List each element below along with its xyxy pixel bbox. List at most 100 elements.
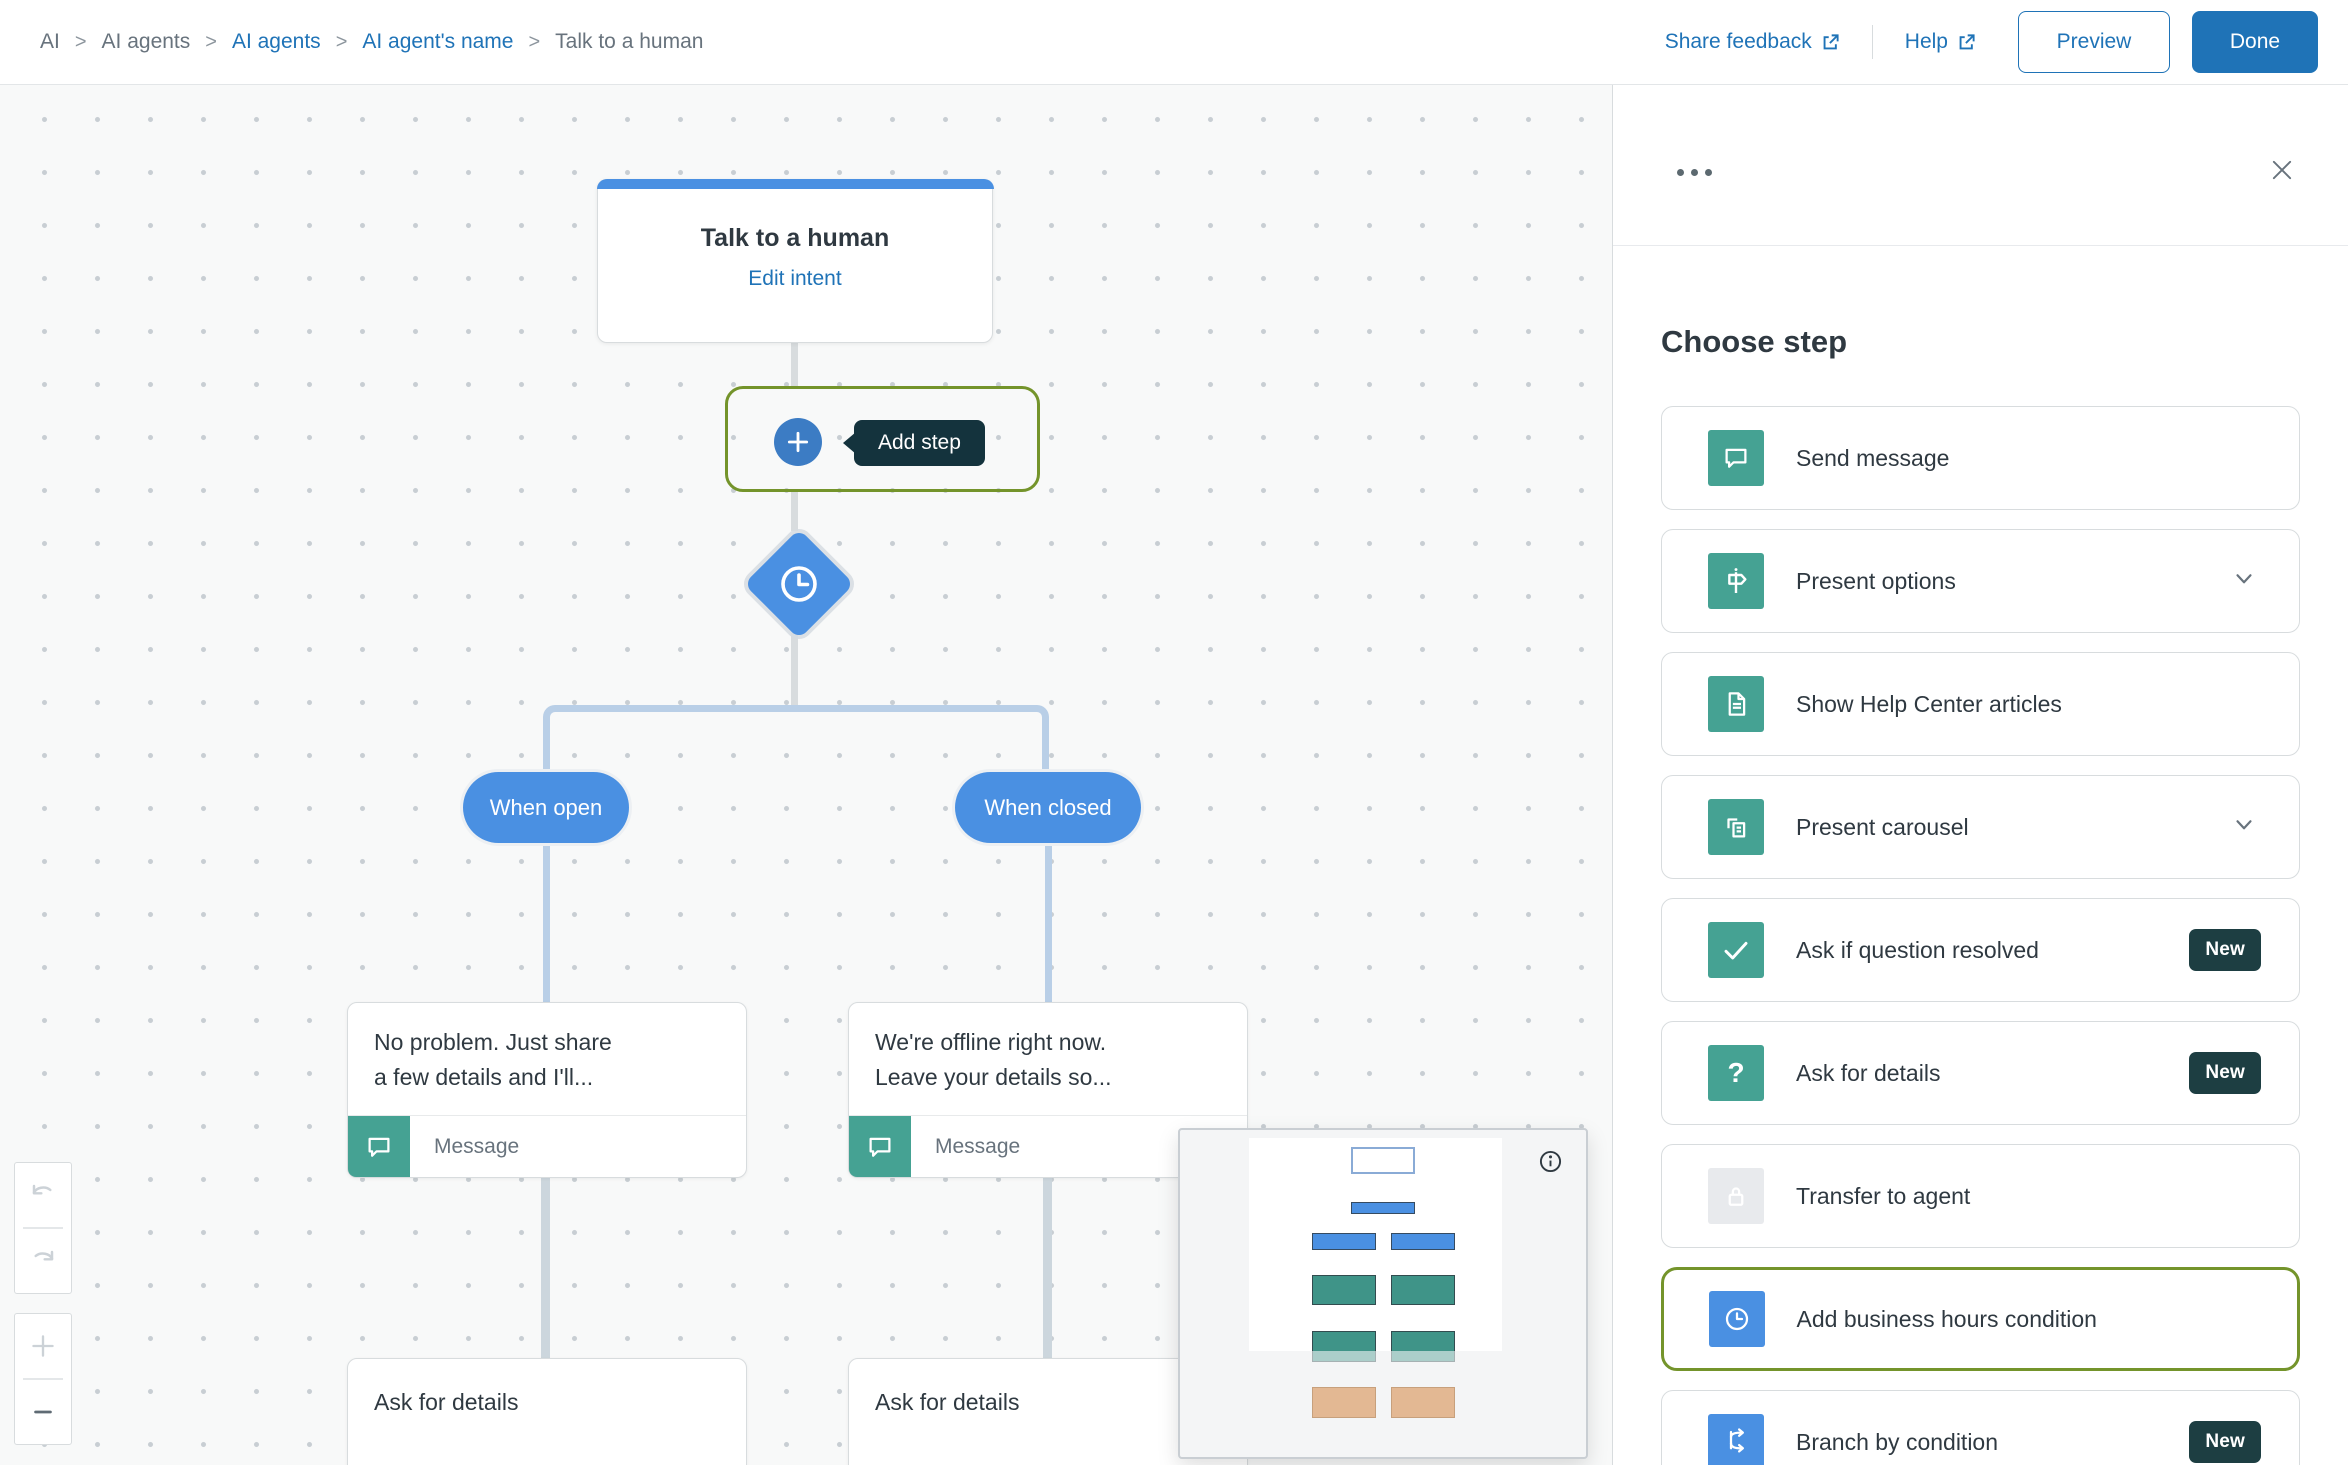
external-link-icon (1823, 33, 1839, 49)
chevron-down-icon[interactable] (2231, 566, 2257, 597)
step-label: Send message (1796, 444, 1950, 471)
step-label: Ask if question resolved (1796, 936, 2039, 963)
breadcrumb-item: AI (40, 30, 60, 53)
message-type-bar: Message (849, 1115, 1247, 1177)
edit-intent-link[interactable]: Edit intent (748, 267, 842, 290)
step-card-send-message[interactable]: Send message (1661, 406, 2300, 510)
step-label: Ask for details (1796, 1059, 1941, 1086)
close-icon (2272, 160, 2292, 179)
step-card-branch-by-condition[interactable]: Branch by condition New (1661, 1390, 2300, 1465)
preview-blue-bar (1351, 1202, 1415, 1214)
panel-title: Choose step (1661, 324, 1848, 359)
message-node-open[interactable]: No problem. Just share a few details and… (347, 1002, 747, 1178)
message-bubble-icon (348, 1116, 410, 1177)
tooltip-arrow (843, 432, 856, 454)
lock-icon (1708, 1168, 1764, 1224)
breadcrumb-separator: > (528, 30, 541, 53)
breadcrumb-separator: > (205, 30, 217, 53)
header-actions: Share feedback Help Preview Done (1665, 11, 2318, 73)
breadcrumb-item: AI agents (101, 30, 191, 53)
preview-teal-bar (1311, 1275, 1376, 1305)
ask-node-title: Ask for details (875, 1389, 1020, 1415)
top-header: AI > AI agents > AI agents > AI agent's name > T… (0, 0, 2348, 85)
plus-icon (32, 1335, 54, 1357)
help-label: Help (1904, 30, 1948, 53)
intent-node-title: Talk to a human (700, 224, 890, 252)
share-feedback-label: Share feedback (1664, 30, 1812, 53)
message-type-label: Message (935, 1134, 1021, 1158)
redo-icon (34, 1250, 54, 1261)
divider (23, 1227, 63, 1229)
message-icon (1708, 430, 1764, 486)
connector (543, 843, 550, 1002)
carousel-icon (1708, 799, 1764, 855)
message-bubble-icon (849, 1116, 911, 1177)
flow-canvas[interactable]: Talk to a human Edit intent Add step Whe… (0, 85, 1612, 1465)
panel-header (1613, 85, 2348, 246)
divider (23, 1378, 63, 1380)
zoom-in-button[interactable] (15, 1314, 71, 1378)
done-button[interactable]: Done (2192, 11, 2318, 73)
ask-node-title: Ask for details (374, 1389, 519, 1415)
connector (541, 1178, 550, 1358)
help-link[interactable]: Help (1905, 30, 1976, 54)
breadcrumb-item[interactable]: AI agents (231, 30, 321, 53)
step-label: Branch by condition (1796, 1428, 1999, 1455)
add-step-button[interactable] (774, 418, 822, 466)
share-feedback-link[interactable]: Share feedback (1665, 30, 1840, 54)
breadcrumb-separator: > (74, 30, 87, 53)
step-card-present-options[interactable]: Present options (1661, 529, 2300, 633)
message-type-bar: Message (348, 1115, 746, 1177)
intent-node[interactable]: Talk to a human Edit intent (596, 178, 994, 343)
message-line: a few details and I'll... (374, 1063, 594, 1090)
step-label: Show Help Center articles (1796, 690, 2062, 717)
breadcrumb-item[interactable]: AI agent's name (362, 30, 514, 53)
chevron-down-icon[interactable] (2231, 812, 2257, 843)
breadcrumb: AI > AI agents > AI agents > AI agent's name > T… (40, 30, 703, 54)
step-card-transfer-to-agent[interactable]: Transfer to agent (1661, 1144, 2300, 1248)
breadcrumb-item: Talk to a human (555, 30, 704, 53)
overflow-menu-button[interactable] (1669, 161, 1720, 184)
undo-icon (32, 1184, 52, 1195)
preview-row (1180, 1202, 1586, 1214)
step-label: Present options (1796, 567, 1956, 594)
preview-blue-bar (1311, 1233, 1376, 1250)
connector (791, 492, 798, 531)
zoom-out-button[interactable] (15, 1380, 71, 1444)
info-icon[interactable] (1539, 1150, 1562, 1173)
undo-button[interactable] (15, 1163, 71, 1227)
branch-when-open[interactable]: When open (463, 772, 629, 843)
message-line: No problem. Just share (374, 1029, 612, 1055)
step-card-present-carousel[interactable]: Present carousel (1661, 775, 2300, 879)
business-hours-condition-node[interactable] (743, 528, 855, 640)
question-icon: ? (1708, 1045, 1764, 1101)
header-divider (1871, 25, 1873, 59)
redo-button[interactable] (15, 1229, 71, 1293)
history-controls (14, 1162, 72, 1294)
new-badge: New (2189, 929, 2261, 971)
preview-row (1180, 1233, 1586, 1250)
breadcrumb-separator: > (335, 30, 348, 53)
message-type-label: Message (434, 1134, 520, 1158)
close-panel-button[interactable] (2262, 150, 2302, 195)
add-step-highlight: Add step (725, 386, 1040, 492)
ask-for-details-node[interactable]: Ask for details (347, 1358, 747, 1465)
branch-connector-right (795, 705, 1049, 770)
connector (1045, 843, 1052, 1002)
preview-blue-bar (1390, 1233, 1455, 1250)
new-badge: New (2189, 1421, 2261, 1463)
preview-row (1180, 1147, 1586, 1174)
preview-tan-bar (1390, 1387, 1455, 1418)
preview-row (1180, 1275, 1586, 1305)
step-card-show-help-center-articles[interactable]: Show Help Center articles (1661, 652, 2300, 756)
external-link-icon (1959, 33, 1975, 49)
step-card-ask-if-question-resolved[interactable]: Ask if question resolved New (1661, 898, 2300, 1002)
preview-button[interactable]: Preview (2018, 11, 2170, 73)
step-card-add-business-hours-condition[interactable]: Add business hours condition (1661, 1267, 2300, 1371)
clock-icon (1708, 1291, 1765, 1347)
preview-fade (1249, 1351, 1502, 1367)
step-label: Add business hours condition (1796, 1305, 2097, 1332)
branch-when-closed[interactable]: When closed (955, 772, 1141, 843)
preview-teal-bar (1390, 1275, 1455, 1305)
